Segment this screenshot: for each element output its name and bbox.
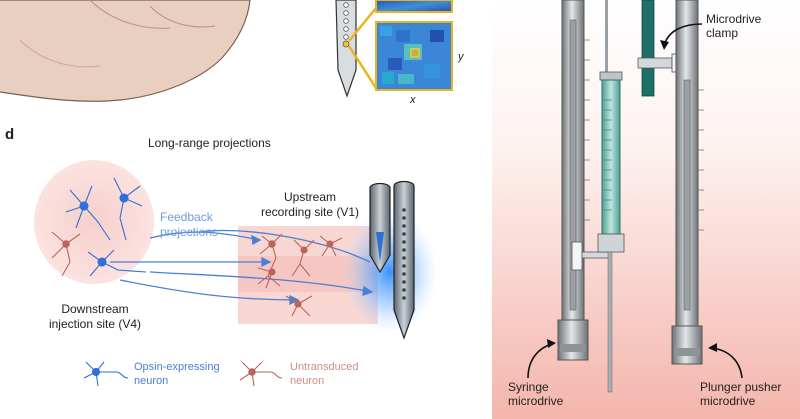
legend-opsin-label: Opsin-expressing neuron bbox=[134, 360, 220, 388]
legend-opsin-line1: Opsin-expressing bbox=[134, 361, 220, 373]
feedback-label-line2: projections bbox=[160, 225, 219, 239]
microdrive-panel bbox=[492, 0, 800, 419]
panel-d bbox=[34, 160, 438, 387]
syringe bbox=[597, 0, 625, 393]
microdrive-clamp-line2: clamp bbox=[706, 26, 739, 40]
legend-untransduced-line2: neuron bbox=[290, 375, 325, 387]
syringe-microdrive-rod bbox=[557, 0, 611, 361]
legend-untransduced-neuron-icon bbox=[239, 361, 283, 387]
legend-untransduced-label: Untransduced neuron bbox=[290, 360, 359, 388]
plunger-pusher-label: Plunger pusher microdrive bbox=[700, 380, 781, 408]
probe-heatmap-inset: x y bbox=[335, 0, 465, 106]
feedback-label: Feedback projections bbox=[160, 210, 218, 240]
diagram-title: Long-range projections bbox=[148, 136, 271, 150]
upstream-label-line1: Upstream bbox=[283, 190, 336, 204]
feedback-label-line1: Feedback bbox=[160, 210, 213, 224]
recording-probe bbox=[369, 180, 415, 340]
downstream-label: Downstream injection site (V4) bbox=[30, 302, 160, 332]
syringe-microdrive-label: Syringe microdrive bbox=[508, 380, 563, 408]
legend-opsin-line2: neuron bbox=[134, 375, 169, 387]
microdrive-clamp-line1: Microdrive bbox=[706, 12, 762, 26]
syringe-microdrive-line2: microdrive bbox=[508, 394, 564, 408]
downstream-site-region bbox=[34, 160, 154, 284]
legend-opsin-neuron-icon bbox=[83, 361, 129, 387]
microdrive-clamp-label: Microdrive clamp bbox=[706, 12, 761, 40]
plunger-line1: Plunger pusher bbox=[700, 380, 782, 394]
untransduced-neurons bbox=[51, 231, 343, 317]
plunger-pusher-rod bbox=[671, 0, 704, 365]
downstream-label-line2: injection site (V4) bbox=[48, 317, 142, 331]
syringe-microdrive-line1: Syringe bbox=[508, 380, 549, 394]
pointer-arrows bbox=[527, 23, 743, 379]
feedback-projection-arrows bbox=[110, 229, 374, 306]
panel-label: d bbox=[5, 126, 15, 143]
axis-y-label: y bbox=[457, 51, 465, 63]
opsin-neurons bbox=[65, 177, 147, 277]
downstream-label-line1: Downstream bbox=[61, 302, 129, 316]
upstream-label-line2: recording site (V1) bbox=[260, 205, 360, 219]
upstream-label: Upstream recording site (V1) bbox=[250, 190, 370, 220]
legend-untransduced-line1: Untransduced bbox=[290, 361, 359, 373]
plunger-line2: microdrive bbox=[700, 394, 756, 408]
axis-x-label: x bbox=[409, 94, 416, 106]
monkey-head-illustration bbox=[0, 0, 251, 102]
